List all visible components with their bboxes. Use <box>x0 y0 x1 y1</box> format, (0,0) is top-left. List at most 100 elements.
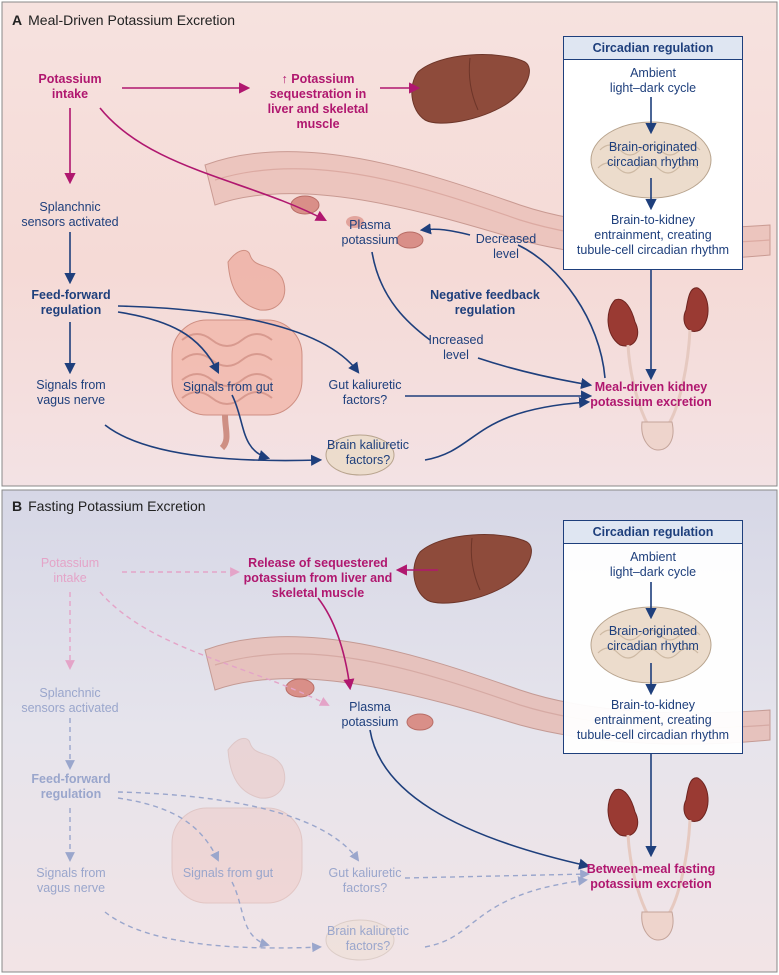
brain-kaliuretic-label-a: Brain kaliuretic factors? <box>320 438 416 468</box>
label-line: sensors activated <box>21 215 119 229</box>
label-line: light–dark cycle <box>609 565 697 579</box>
feed-forward-label-b: Feed-forward regulation <box>25 772 117 802</box>
label-line: potassium excretion <box>590 395 712 409</box>
label-line: Plasma <box>349 700 391 714</box>
label-line: Gut kaliuretic <box>328 378 402 392</box>
label-line: Brain-to-kidney <box>610 698 696 712</box>
panel-b-title-text: Fasting Potassium Excretion <box>28 498 206 514</box>
ambient-label-a: Ambient light–dark cycle <box>583 66 723 96</box>
brain-small-icon-faded <box>325 919 395 961</box>
signals-gut-label-a: Signals from gut <box>178 380 278 395</box>
label-line: Negative feedback <box>430 288 540 302</box>
kidneys-bladder-icon <box>607 287 709 451</box>
label-line: tubule-cell circadian rhythm <box>576 243 730 257</box>
label-line: potassium from liver and <box>243 571 393 585</box>
entrainment-label-a: Brain-to-kidney entrainment, creating tu… <box>567 213 739 258</box>
increased-level-label: Increased level <box>420 333 492 363</box>
brain-kaliuretic-label-b: Brain kaliuretic factors? <box>320 924 416 954</box>
label-line: regulation <box>40 787 102 801</box>
label-line: Splanchnic <box>39 200 101 214</box>
brain-rhythm-label-a: Brain-originated circadian rhythm <box>583 140 723 170</box>
signals-vagus-label-a: Signals from vagus nerve <box>25 378 117 408</box>
kidneys-bladder-icon-b <box>607 777 709 941</box>
circadian-header-b: Circadian regulation <box>564 521 742 544</box>
label-line: Splanchnic <box>39 686 101 700</box>
feed-forward-label-a: Feed-forward regulation <box>25 288 117 318</box>
label-line: Potassium <box>40 556 100 570</box>
panel-b-arrows <box>65 564 657 953</box>
gut-kaliuretic-label-b: Gut kaliuretic factors? <box>322 866 408 896</box>
label-line: Gut kaliuretic <box>328 866 402 880</box>
label-line: Signals from gut <box>182 866 274 880</box>
label-line: circadian rhythm <box>607 155 699 169</box>
kidney-excretion-label-a: Meal-driven kidney potassium excretion <box>588 380 714 410</box>
label-line: Feed-forward <box>31 288 111 302</box>
label-line: Increased <box>428 333 484 347</box>
label-line: Brain kaliuretic <box>327 924 409 938</box>
label-line: liver and skeletal <box>267 102 369 116</box>
negative-feedback-label: Negative feedback regulation <box>424 288 546 318</box>
label-line: circadian rhythm <box>607 639 699 653</box>
label-line: Ambient <box>630 550 676 564</box>
label-line: Brain-to-kidney <box>610 213 696 227</box>
label-line: light–dark cycle <box>609 81 697 95</box>
label-line: Plasma <box>349 218 391 232</box>
label-line: potassium excretion <box>590 877 712 891</box>
label-line: level <box>493 247 519 261</box>
gut-icon-faded <box>171 737 303 904</box>
label-line: level <box>443 348 469 362</box>
release-label: Release of sequestered potassium from li… <box>240 556 396 601</box>
label-line: factors? <box>342 881 388 895</box>
decreased-level-label: Decreased level <box>470 232 542 262</box>
circadian-header-a: Circadian regulation <box>564 37 742 60</box>
plasma-potassium-label-a: Plasma potassium <box>330 218 410 248</box>
label-line: regulation <box>40 303 102 317</box>
signals-gut-label-b: Signals from gut <box>178 866 278 881</box>
splanchnic-label-a: Splanchnic sensors activated <box>18 200 122 230</box>
label-line: tubule-cell circadian rhythm <box>576 728 730 742</box>
gut-kaliuretic-label-a: Gut kaliuretic factors? <box>322 378 408 408</box>
brain-rhythm-label-b: Brain-originated circadian rhythm <box>583 624 723 654</box>
label-line: potassium <box>341 233 399 247</box>
label-line: vagus nerve <box>36 393 106 407</box>
label-line: factors? <box>345 453 391 467</box>
label-line: Feed-forward <box>31 772 111 786</box>
liver-icon <box>411 54 530 124</box>
panel-a-title-text: Meal-Driven Potassium Excretion <box>28 12 236 28</box>
panel-a-title: A Meal-Driven Potassium Excretion <box>12 12 235 28</box>
potassium-intake-a: Potassium intake <box>30 72 110 102</box>
label-line: muscle <box>296 117 340 131</box>
plasma-potassium-label-b: Plasma potassium <box>330 700 410 730</box>
sequestration-label: ↑ Potassium sequestration in liver and s… <box>258 72 378 132</box>
potassium-intake-b: Potassium intake <box>30 556 110 586</box>
liver-icon-b <box>413 534 532 604</box>
brain-small-icon <box>325 434 395 476</box>
label-line: entrainment, creating <box>594 713 712 727</box>
gut-icon <box>171 249 303 451</box>
label-line: intake <box>51 87 89 101</box>
label-line: Signals from <box>36 866 106 880</box>
panel-a-letter: A <box>12 12 23 28</box>
label-line: factors? <box>342 393 388 407</box>
splanchnic-label-b: Splanchnic sensors activated <box>18 686 122 716</box>
label-line: Meal-driven kidney <box>594 380 708 394</box>
label-line: entrainment, creating <box>594 228 712 242</box>
label-line: regulation <box>454 303 516 317</box>
entrainment-label-b: Brain-to-kidney entrainment, creating tu… <box>567 698 739 743</box>
label-line: Signals from <box>36 378 106 392</box>
circadian-header-label: Circadian regulation <box>592 41 714 55</box>
label-line: Brain-originated <box>608 624 698 638</box>
label-line: Brain kaliuretic <box>327 438 409 452</box>
label-line: intake <box>53 571 87 585</box>
label-line: Potassium <box>38 72 102 86</box>
ambient-label-b: Ambient light–dark cycle <box>583 550 723 580</box>
label-line: sequestration in <box>269 87 367 101</box>
label-line: Brain-originated <box>608 140 698 154</box>
label-line: vagus nerve <box>36 881 106 895</box>
label-line: Signals from gut <box>182 380 274 394</box>
kidney-excretion-label-b: Between-meal fasting potassium excretion <box>586 862 716 892</box>
label-line: Between-meal fasting <box>586 862 716 876</box>
label-line: sensors activated <box>21 701 119 715</box>
